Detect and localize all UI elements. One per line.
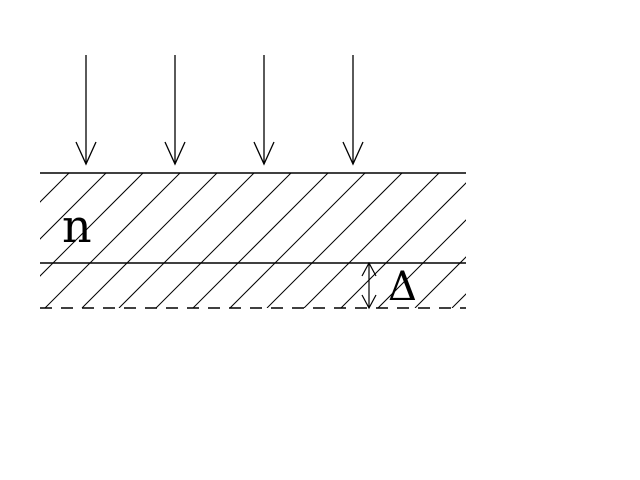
hatch-line (489, 173, 624, 308)
hatch-line (0, 173, 32, 308)
hatch-line (40, 173, 144, 277)
incident-light-arrows (75, 55, 364, 166)
hatch-line (40, 173, 107, 240)
hatch-line (40, 173, 70, 203)
hatch-line (192, 173, 329, 308)
hatch-line (266, 173, 403, 308)
refractive-index-label: n (62, 199, 92, 253)
hatch-line (118, 173, 255, 308)
incident-arrow (164, 55, 186, 166)
hatch-line (451, 293, 466, 308)
incident-arrow (342, 55, 364, 166)
hatch-line (303, 173, 440, 308)
hatch-line (229, 173, 366, 308)
hatch-line (340, 182, 466, 308)
film-hatching (0, 173, 624, 308)
hatch-line (44, 173, 181, 308)
hatch-line (414, 256, 466, 308)
incident-arrow (75, 55, 97, 166)
hatch-line (155, 173, 292, 308)
incident-arrow (253, 55, 275, 166)
thickness-delta-label: Δ (388, 264, 417, 310)
hatch-line (377, 219, 466, 308)
thickness-double-arrow (361, 261, 377, 310)
hatch-line (81, 173, 218, 308)
